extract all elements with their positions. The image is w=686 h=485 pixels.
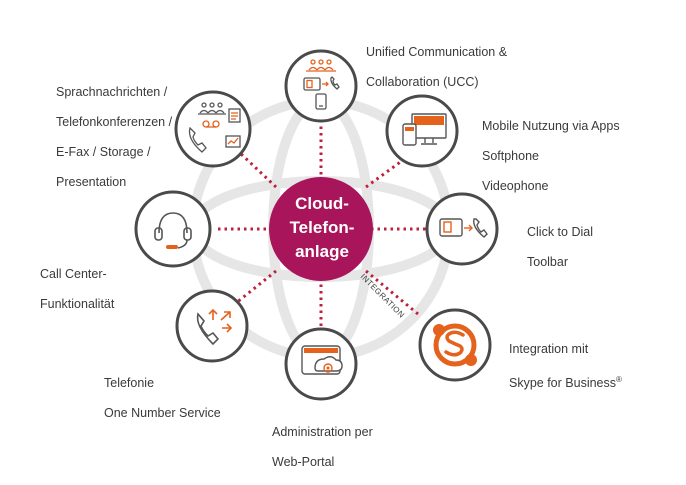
label-ucc: Unified Communication & Collaboration (U… <box>366 30 507 105</box>
label-admin-line-1: Administration per <box>272 425 373 439</box>
node-call-center <box>134 190 212 268</box>
node-mobile <box>385 94 459 168</box>
feature-diagram: Cloud- Telefon- anlage INTEGRATION <box>134 49 499 401</box>
label-telefonie-line-1: Telefonie <box>104 376 155 390</box>
label-click-to-dial: Click to Dial Toolbar <box>527 210 593 285</box>
label-admin-line-2: Web-Portal <box>272 455 335 469</box>
label-mobile: Mobile Nutzung via Apps Softphone Videop… <box>482 104 620 209</box>
label-skype-line-2: Skype for Business <box>509 376 616 391</box>
label-skype: Integration mit Skype for Business® <box>509 327 622 406</box>
label-click-line-2: Toolbar <box>527 255 568 269</box>
node-skype <box>418 308 492 382</box>
label-mobile-line-1: Mobile Nutzung via Apps <box>482 119 620 133</box>
label-mobile-line-2: Softphone <box>482 149 539 163</box>
connectors <box>218 120 427 330</box>
people-phone-mobile-icon <box>303 59 340 110</box>
voicemail-conference-icon <box>188 102 241 153</box>
card-phone-icon <box>439 218 488 238</box>
label-skype-line-1: Integration mit <box>509 342 589 356</box>
center-line-3: anlage <box>295 242 349 261</box>
label-click-line-1: Click to Dial <box>527 225 593 239</box>
node-ucc <box>284 49 358 123</box>
center-line-1: Cloud- <box>295 194 349 213</box>
node-admin <box>284 327 358 401</box>
phone-arrows-icon <box>196 308 233 346</box>
label-sprach-line-4: Presentation <box>56 175 127 189</box>
label-skype-line-2-wrap: Skype for Business® <box>509 372 622 391</box>
label-ucc-line-2: Collaboration (UCC) <box>366 75 479 89</box>
label-mobile-line-3: Videophone <box>482 179 549 193</box>
label-sprach-line-2: Telefonkonferenzen / <box>56 115 173 129</box>
tablet-monitor-icon <box>402 113 447 146</box>
label-sprach-line-3: E-Fax / Storage / <box>56 145 151 159</box>
center-node: Cloud- Telefon- anlage <box>269 177 373 281</box>
label-sprachnachrichten: Sprachnachrichten / Telefonkonferenzen /… <box>56 70 172 205</box>
registered-mark: ® <box>616 375 622 384</box>
label-ucc-line-1: Unified Communication & <box>366 45 508 59</box>
node-sprachnachrichten <box>174 90 252 168</box>
label-call-center: Call Center- Funktionalität <box>40 252 114 327</box>
label-sprach-line-1: Sprachnachrichten / <box>56 85 168 99</box>
label-admin: Administration per Web-Portal <box>272 410 373 485</box>
skype-icon <box>433 323 477 367</box>
browser-gear-icon <box>301 345 343 375</box>
node-telefonie <box>175 289 249 363</box>
label-telefonie-line-2: One Number Service <box>104 406 221 420</box>
label-telefonie: Telefonie One Number Service <box>104 361 221 436</box>
center-line-2: Telefon- <box>290 218 355 237</box>
label-callcenter-line-2: Funktionalität <box>40 297 115 311</box>
headset-icon <box>154 212 192 249</box>
node-click-to-dial <box>425 192 499 266</box>
label-callcenter-line-1: Call Center- <box>40 267 107 281</box>
